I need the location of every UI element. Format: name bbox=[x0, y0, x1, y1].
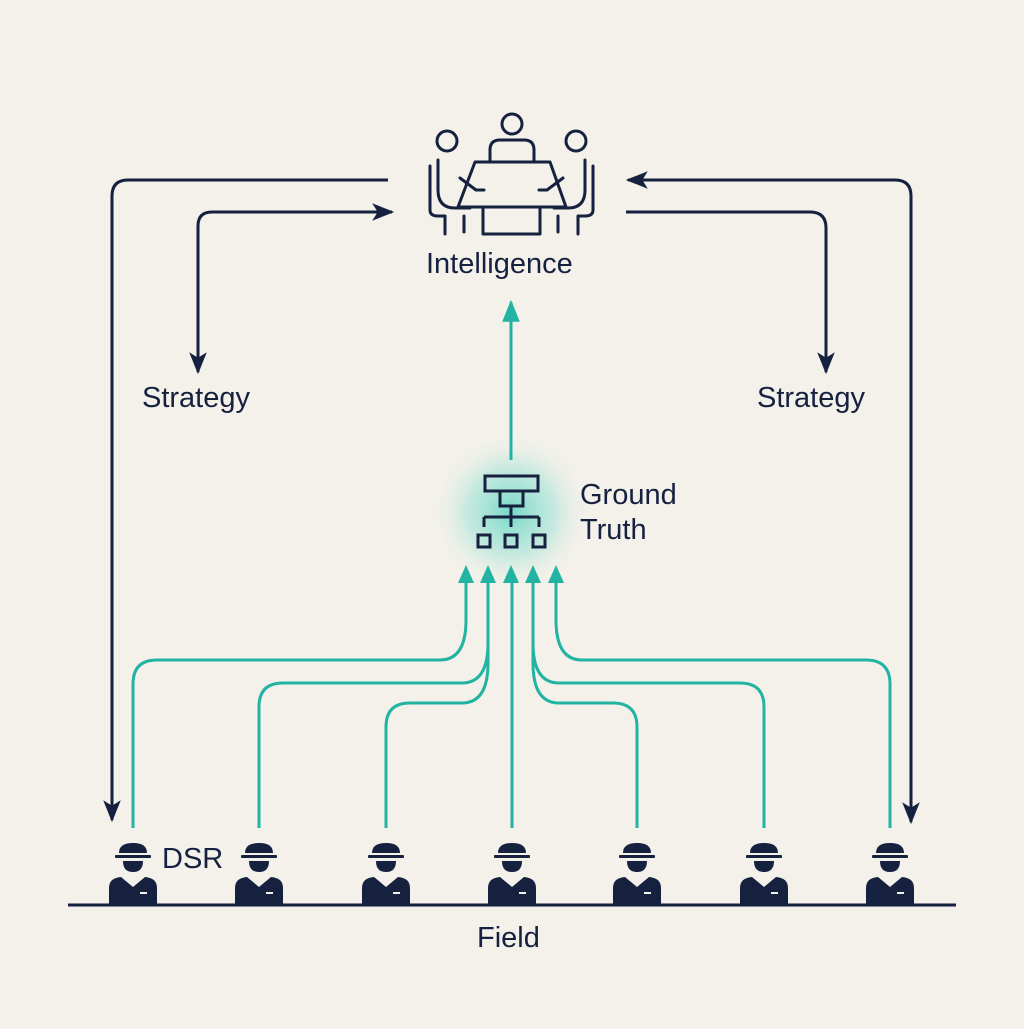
hierarchy-org-chart-icon bbox=[476, 474, 547, 549]
teal-flow-line bbox=[384, 572, 490, 828]
field-worker-hardhat-icon bbox=[109, 843, 157, 904]
teal-arrowhead bbox=[458, 565, 474, 583]
ground-truth-label: Ground Truth bbox=[580, 478, 677, 548]
meeting-table-icon bbox=[428, 112, 595, 236]
intelligence-label: Intelligence bbox=[426, 248, 573, 280]
strategy-right-label: Strategy bbox=[757, 382, 865, 414]
teal-arrowhead bbox=[503, 565, 519, 583]
flow-strategy-left-to-intel bbox=[196, 203, 395, 370]
dsr-label: DSR bbox=[162, 843, 224, 875]
teal-arrowhead bbox=[548, 565, 564, 583]
field-worker-hardhat-icon bbox=[740, 843, 788, 904]
flow-field-right-to-intel bbox=[625, 171, 913, 820]
ground-truth-label-line1: Ground bbox=[580, 479, 677, 511]
teal-flow-group bbox=[131, 565, 892, 828]
teal-flow-line bbox=[554, 572, 892, 828]
field-worker-hardhat-icon bbox=[866, 843, 914, 904]
strategy-left-label: Strategy bbox=[142, 382, 250, 414]
teal-arrowhead bbox=[525, 565, 541, 583]
field-worker-hardhat-icon bbox=[488, 843, 536, 904]
flow-intel-to-strategy-right bbox=[626, 210, 835, 375]
flow-intel-to-field-left bbox=[103, 178, 388, 823]
teal-arrowhead bbox=[480, 565, 496, 583]
field-worker-hardhat-icon bbox=[235, 843, 283, 904]
ground-truth-label-line2: Truth bbox=[580, 514, 647, 546]
teal-flow-line bbox=[531, 572, 766, 828]
teal-flow-line bbox=[257, 572, 490, 828]
worker-row bbox=[109, 843, 914, 904]
teal-flow-line bbox=[531, 572, 639, 828]
teal-flow-line bbox=[131, 572, 468, 828]
field-worker-hardhat-icon bbox=[613, 843, 661, 904]
field-label: Field bbox=[477, 922, 540, 954]
field-worker-hardhat-icon bbox=[362, 843, 410, 904]
